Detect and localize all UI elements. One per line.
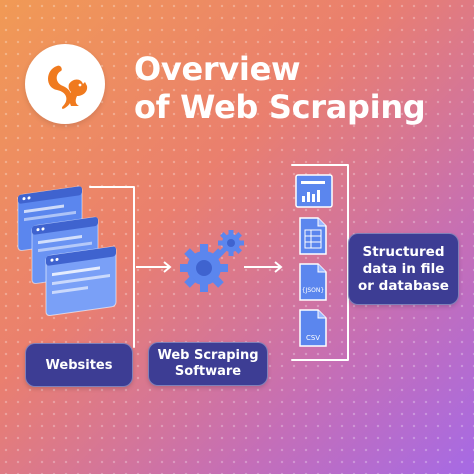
csv-file-label: CSV <box>306 334 320 342</box>
arrow-websites-to-software <box>136 261 172 273</box>
json-file-icon: {JSON} <box>299 263 327 301</box>
browser-windows-icon <box>17 186 117 316</box>
logo-badge <box>25 44 105 124</box>
arrow-software-to-output <box>244 261 283 273</box>
data-files-icon: {JSON} CSV <box>295 174 333 347</box>
spreadsheet-file-icon <box>299 217 327 255</box>
chart-document-icon <box>295 174 333 208</box>
json-file-label: {JSON} <box>302 287 325 294</box>
websites-label: Websites <box>25 343 133 387</box>
structured-data-label: Structured data in file or database <box>348 233 459 305</box>
title-line-2: of Web Scraping <box>134 88 426 126</box>
squirrel-logo-icon <box>48 65 88 109</box>
software-label-text: Web Scraping Software <box>157 348 259 379</box>
page-title: Overview of Web Scraping <box>134 50 426 126</box>
gears-icon <box>180 230 244 292</box>
websites-bracket-line <box>89 186 135 348</box>
csv-file-icon: CSV <box>299 309 327 347</box>
websites-label-text: Websites <box>45 357 113 373</box>
title-line-1: Overview <box>134 50 301 88</box>
output-label-text: Structured data in file or database <box>358 243 449 294</box>
web-scraping-software-label: Web Scraping Software <box>148 342 268 386</box>
